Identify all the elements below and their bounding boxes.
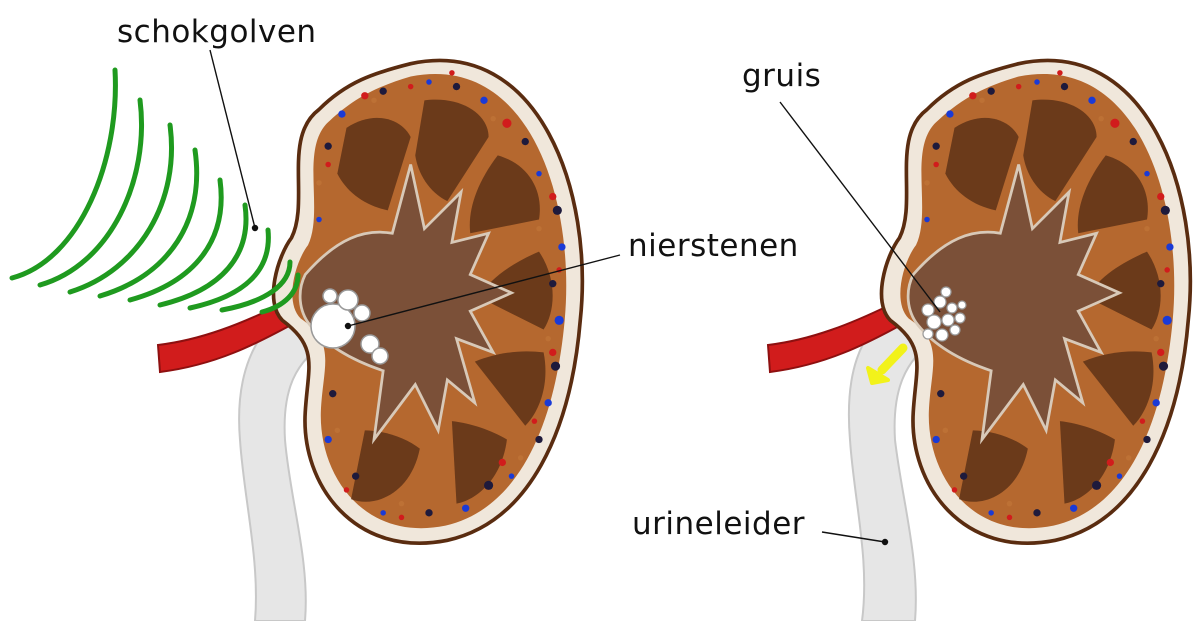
label-ureter: urineleider <box>632 506 805 542</box>
kidney-left <box>273 60 582 543</box>
shockwaves <box>12 70 298 312</box>
label-stones: nierstenen <box>628 228 799 264</box>
label-shockwaves: schokgolven <box>117 14 317 50</box>
right-kidney-group <box>768 60 1190 621</box>
label-gravel: gruis <box>742 58 821 94</box>
left-kidney-group <box>12 60 582 621</box>
leader-shockwaves <box>210 50 255 228</box>
kidney-right <box>881 60 1190 543</box>
